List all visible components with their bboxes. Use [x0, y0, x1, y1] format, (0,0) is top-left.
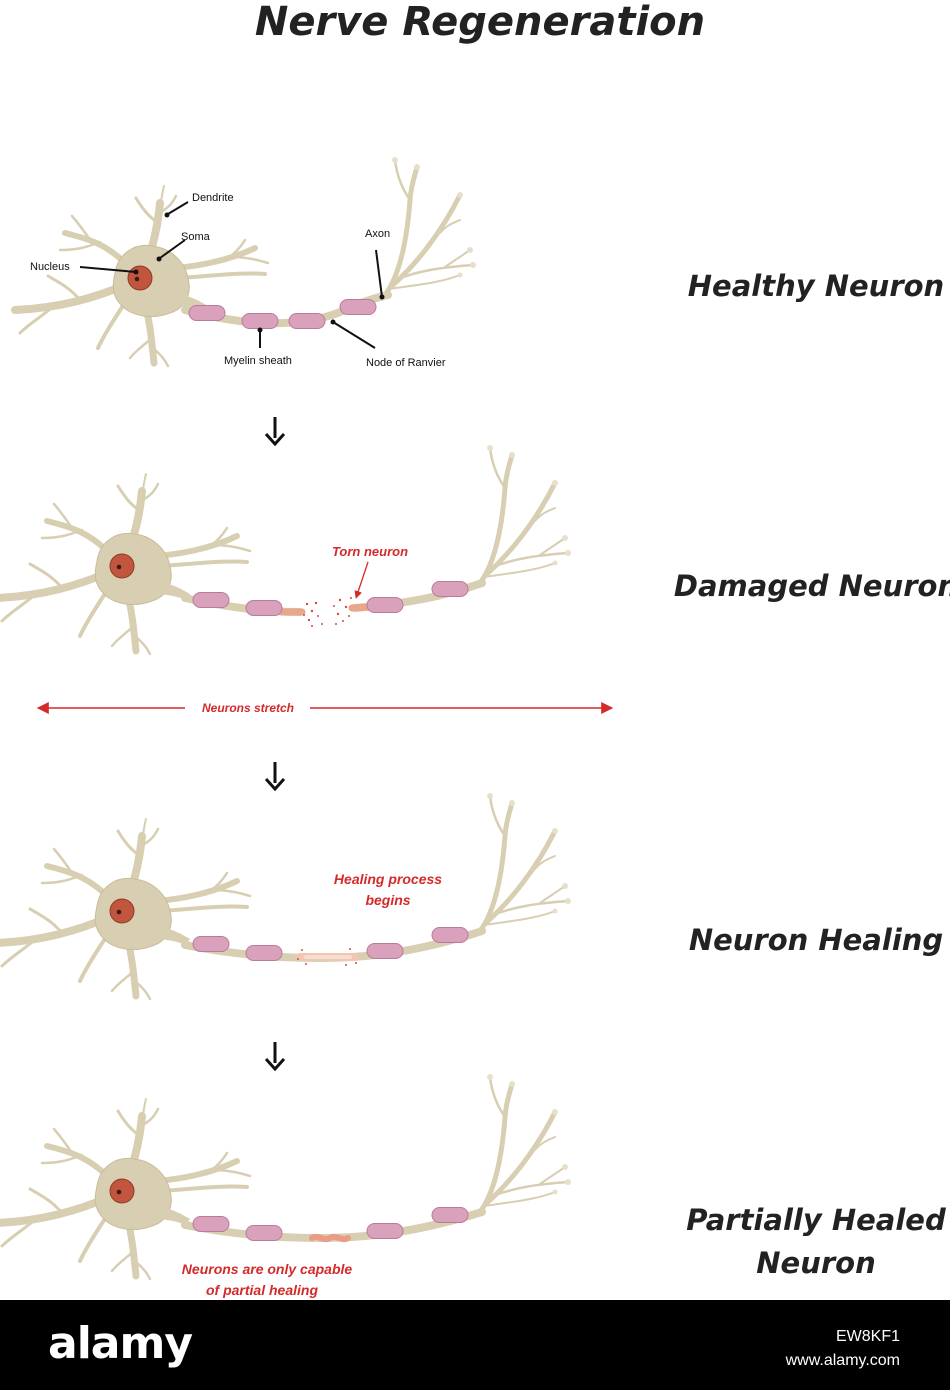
healthy-neuron-illustration — [15, 157, 476, 366]
label-nucleus: Nucleus — [30, 261, 70, 273]
myelin-segment — [366, 943, 404, 959]
annotation-healing-line-1: Healing process — [334, 871, 442, 887]
part-pointer-lines — [79, 201, 383, 349]
myelin-segment — [192, 1216, 230, 1232]
partially-healed-neuron-illustration — [0, 1074, 571, 1279]
myelin-segment — [288, 313, 326, 329]
healing-sparkles — [297, 948, 357, 966]
healing-neuron-illustration — [0, 793, 571, 999]
label-myelin-sheath: Myelin sheath — [224, 355, 292, 367]
myelin-segment — [431, 1207, 469, 1223]
watermark-footer: alamy EW8KF1 www.alamy.com — [0, 1300, 950, 1390]
torn-debris — [303, 597, 352, 627]
stage-label-partially-healed-line-1: Partially Healed — [686, 1203, 946, 1237]
myelin-segment — [431, 927, 469, 943]
myelin-segment — [245, 1225, 283, 1241]
torn-neuron-pointer — [354, 561, 369, 599]
brand-logo: alamy — [48, 1318, 193, 1369]
label-node-of-ranvier: Node of Ranvier — [366, 357, 446, 369]
myelin-segment — [366, 1223, 404, 1239]
myelin-segment — [431, 581, 469, 597]
diagram-title: Nerve Regeneration — [255, 0, 705, 45]
down-arrow-1 — [264, 415, 286, 446]
annotation-torn-neuron: Torn neuron — [332, 544, 408, 559]
annotation-partial-line-2: of partial healing — [206, 1282, 318, 1298]
stage-label-healthy: Healthy Neuron — [688, 269, 944, 303]
label-dendrite: Dendrite — [192, 192, 234, 204]
label-axon: Axon — [365, 228, 390, 240]
down-arrow-2 — [264, 760, 286, 791]
myelin-segment — [192, 592, 230, 608]
myelin-segment — [188, 305, 226, 321]
stage-label-partially-healed-line-2: Neuron — [756, 1246, 875, 1280]
label-soma: Soma — [181, 231, 211, 243]
myelin-segment — [241, 313, 279, 329]
brand-url: www.alamy.com — [785, 1352, 900, 1369]
stage-label-healing: Neuron Healing — [689, 923, 943, 957]
image-id: EW8KF1 — [835, 1328, 900, 1345]
part-pointer-dots — [133, 212, 385, 333]
nerve-regeneration-diagram: Nerve Regeneration Dendrite Soma Nucleus… — [0, 0, 950, 1298]
stage-label-damaged: Damaged Neuron — [674, 569, 950, 603]
myelin-segment — [339, 299, 377, 315]
myelin-segment — [366, 597, 404, 613]
annotation-neurons-stretch: Neurons stretch — [202, 701, 294, 715]
annotation-partial-line-1: Neurons are only capable — [182, 1261, 353, 1277]
damaged-neuron-illustration — [0, 445, 571, 654]
myelin-segment — [192, 936, 230, 952]
myelin-segment — [245, 600, 283, 616]
annotation-healing-line-2: begins — [365, 892, 410, 908]
myelin-segment — [245, 945, 283, 961]
down-arrow-3 — [264, 1040, 286, 1071]
